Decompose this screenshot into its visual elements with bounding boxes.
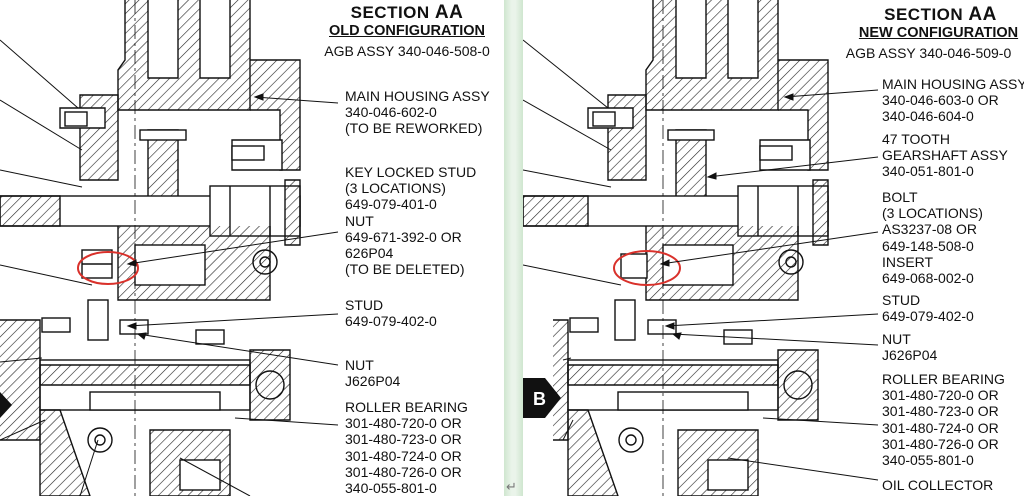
- section-title: SECTION AA: [350, 2, 464, 23]
- section-b-marker-label: B: [533, 389, 546, 409]
- section-b-marker-icon: [523, 378, 561, 418]
- section-title: SECTION AA: [884, 4, 997, 25]
- new-configuration-panel: B SECTION AA NEW CONFIGURATION AGB ASSY …: [523, 0, 1024, 496]
- assembly-number: AGB ASSY 340-046-508-0: [324, 43, 490, 59]
- assembly-number: AGB ASSY 340-046-509-0: [845, 45, 1012, 61]
- old-configuration-panel: SECTION AA OLD CONFIGURATION AGB ASSY 34…: [0, 0, 504, 496]
- callout-oil-collector: OIL COLLECTOR: [882, 477, 994, 493]
- callout-key-locked-stud: KEY LOCKED STUD(3 LOCATIONS)649-079-401-…: [345, 164, 477, 278]
- configuration-label: OLD CONFIGURATION: [329, 23, 485, 39]
- new-gearbox-drawing: B: [523, 0, 879, 496]
- highlight-ellipse: [613, 250, 681, 286]
- configuration-label: NEW CONFIGURATION: [858, 25, 1019, 41]
- panel-divider: [504, 0, 523, 496]
- old-gearbox-drawing: [0, 0, 339, 496]
- section-view-marker-icon: [0, 392, 12, 418]
- return-symbol: ↵: [506, 480, 517, 495]
- highlight-ellipse: [77, 251, 139, 285]
